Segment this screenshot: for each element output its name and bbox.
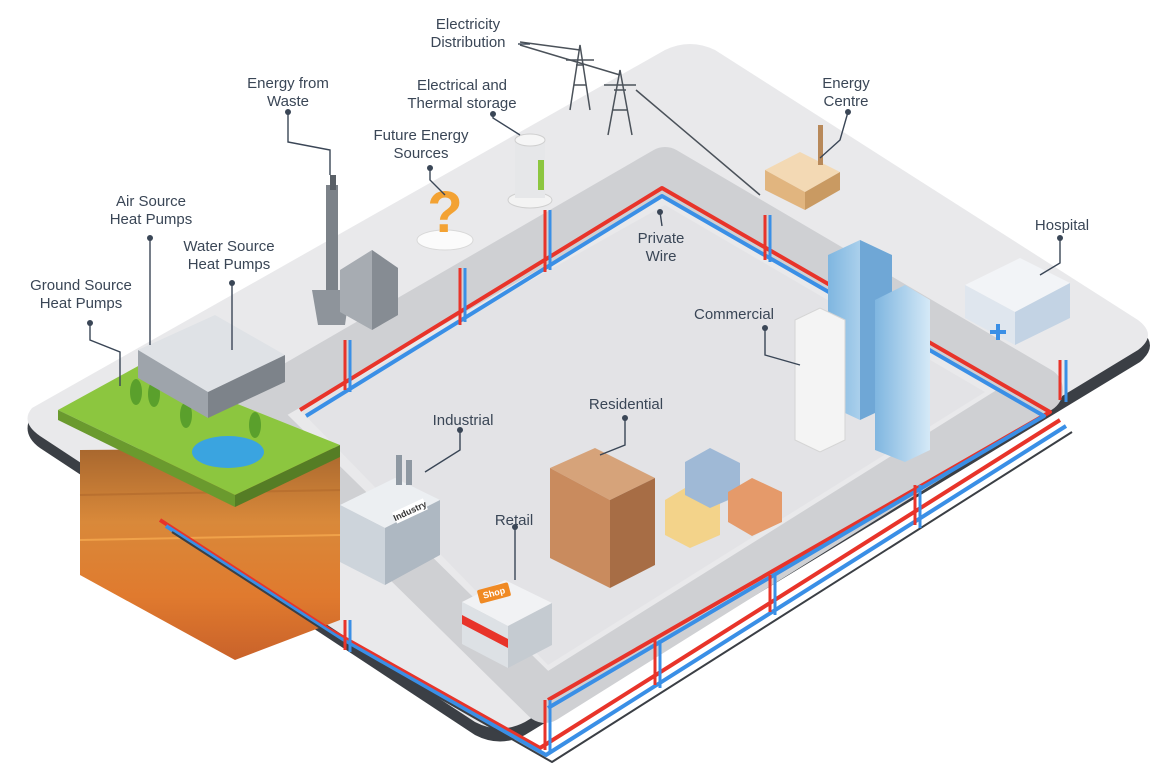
retail-shop: Shop bbox=[462, 580, 552, 668]
svg-text:?: ? bbox=[427, 180, 462, 245]
leader-hospital bbox=[1039, 238, 1061, 276]
leader-storage bbox=[492, 114, 521, 136]
future-energy-question-mark: ? bbox=[416, 180, 474, 251]
label-electrical-thermal-storage: Electrical and Thermal storage bbox=[407, 77, 517, 112]
ground-source-field bbox=[58, 365, 340, 507]
label-electricity-distribution: Electricity Distribution bbox=[430, 16, 506, 51]
label-future-energy-sources: Future Energy Sources bbox=[373, 127, 469, 162]
pipe-network bbox=[158, 186, 1073, 763]
residential-block bbox=[550, 448, 655, 588]
industrial-building: Industry bbox=[340, 455, 440, 585]
road-ring bbox=[227, 147, 1063, 723]
label-hospital: Hospital bbox=[1034, 217, 1090, 234]
label-energy-centre: Energy Centre bbox=[822, 75, 870, 110]
residential-houses bbox=[665, 448, 782, 548]
pond bbox=[192, 436, 264, 468]
pipe-cold-lower bbox=[164, 424, 1068, 757]
label-private-wire: Private Wire bbox=[637, 230, 685, 265]
label-retail: Retail bbox=[494, 512, 534, 529]
label-water-source-heat-pumps: Water Source Heat Pumps bbox=[183, 238, 275, 273]
leader-energy-centre bbox=[819, 111, 849, 159]
leader-ground-source bbox=[89, 323, 121, 386]
label-ground-source-heat-pumps: Ground Source Heat Pumps bbox=[30, 277, 132, 312]
leader-future-energy bbox=[429, 168, 446, 196]
label-energy-from-waste: Energy from Waste bbox=[247, 75, 329, 110]
leader-commercial bbox=[764, 328, 801, 366]
air-source-heat-pump-building bbox=[138, 315, 285, 418]
energy-centre-building bbox=[765, 125, 840, 210]
trees bbox=[130, 379, 261, 438]
leader-residential bbox=[599, 418, 626, 456]
label-residential: Residential bbox=[588, 396, 664, 413]
label-industrial: Industrial bbox=[432, 412, 494, 429]
leader-lines bbox=[89, 43, 1061, 580]
leader-industrial bbox=[424, 430, 461, 473]
pipe-dark-lower bbox=[171, 431, 1073, 763]
commercial-towers bbox=[794, 240, 930, 462]
storage-tank bbox=[507, 133, 553, 209]
energy-from-waste-plant bbox=[312, 175, 398, 330]
leader-dots bbox=[87, 109, 1063, 530]
label-air-source-heat-pumps: Air Source Heat Pumps bbox=[109, 193, 193, 228]
hospital-building bbox=[965, 258, 1070, 345]
leader-energy-from-waste bbox=[287, 112, 331, 175]
label-commercial: Commercial bbox=[693, 306, 774, 323]
